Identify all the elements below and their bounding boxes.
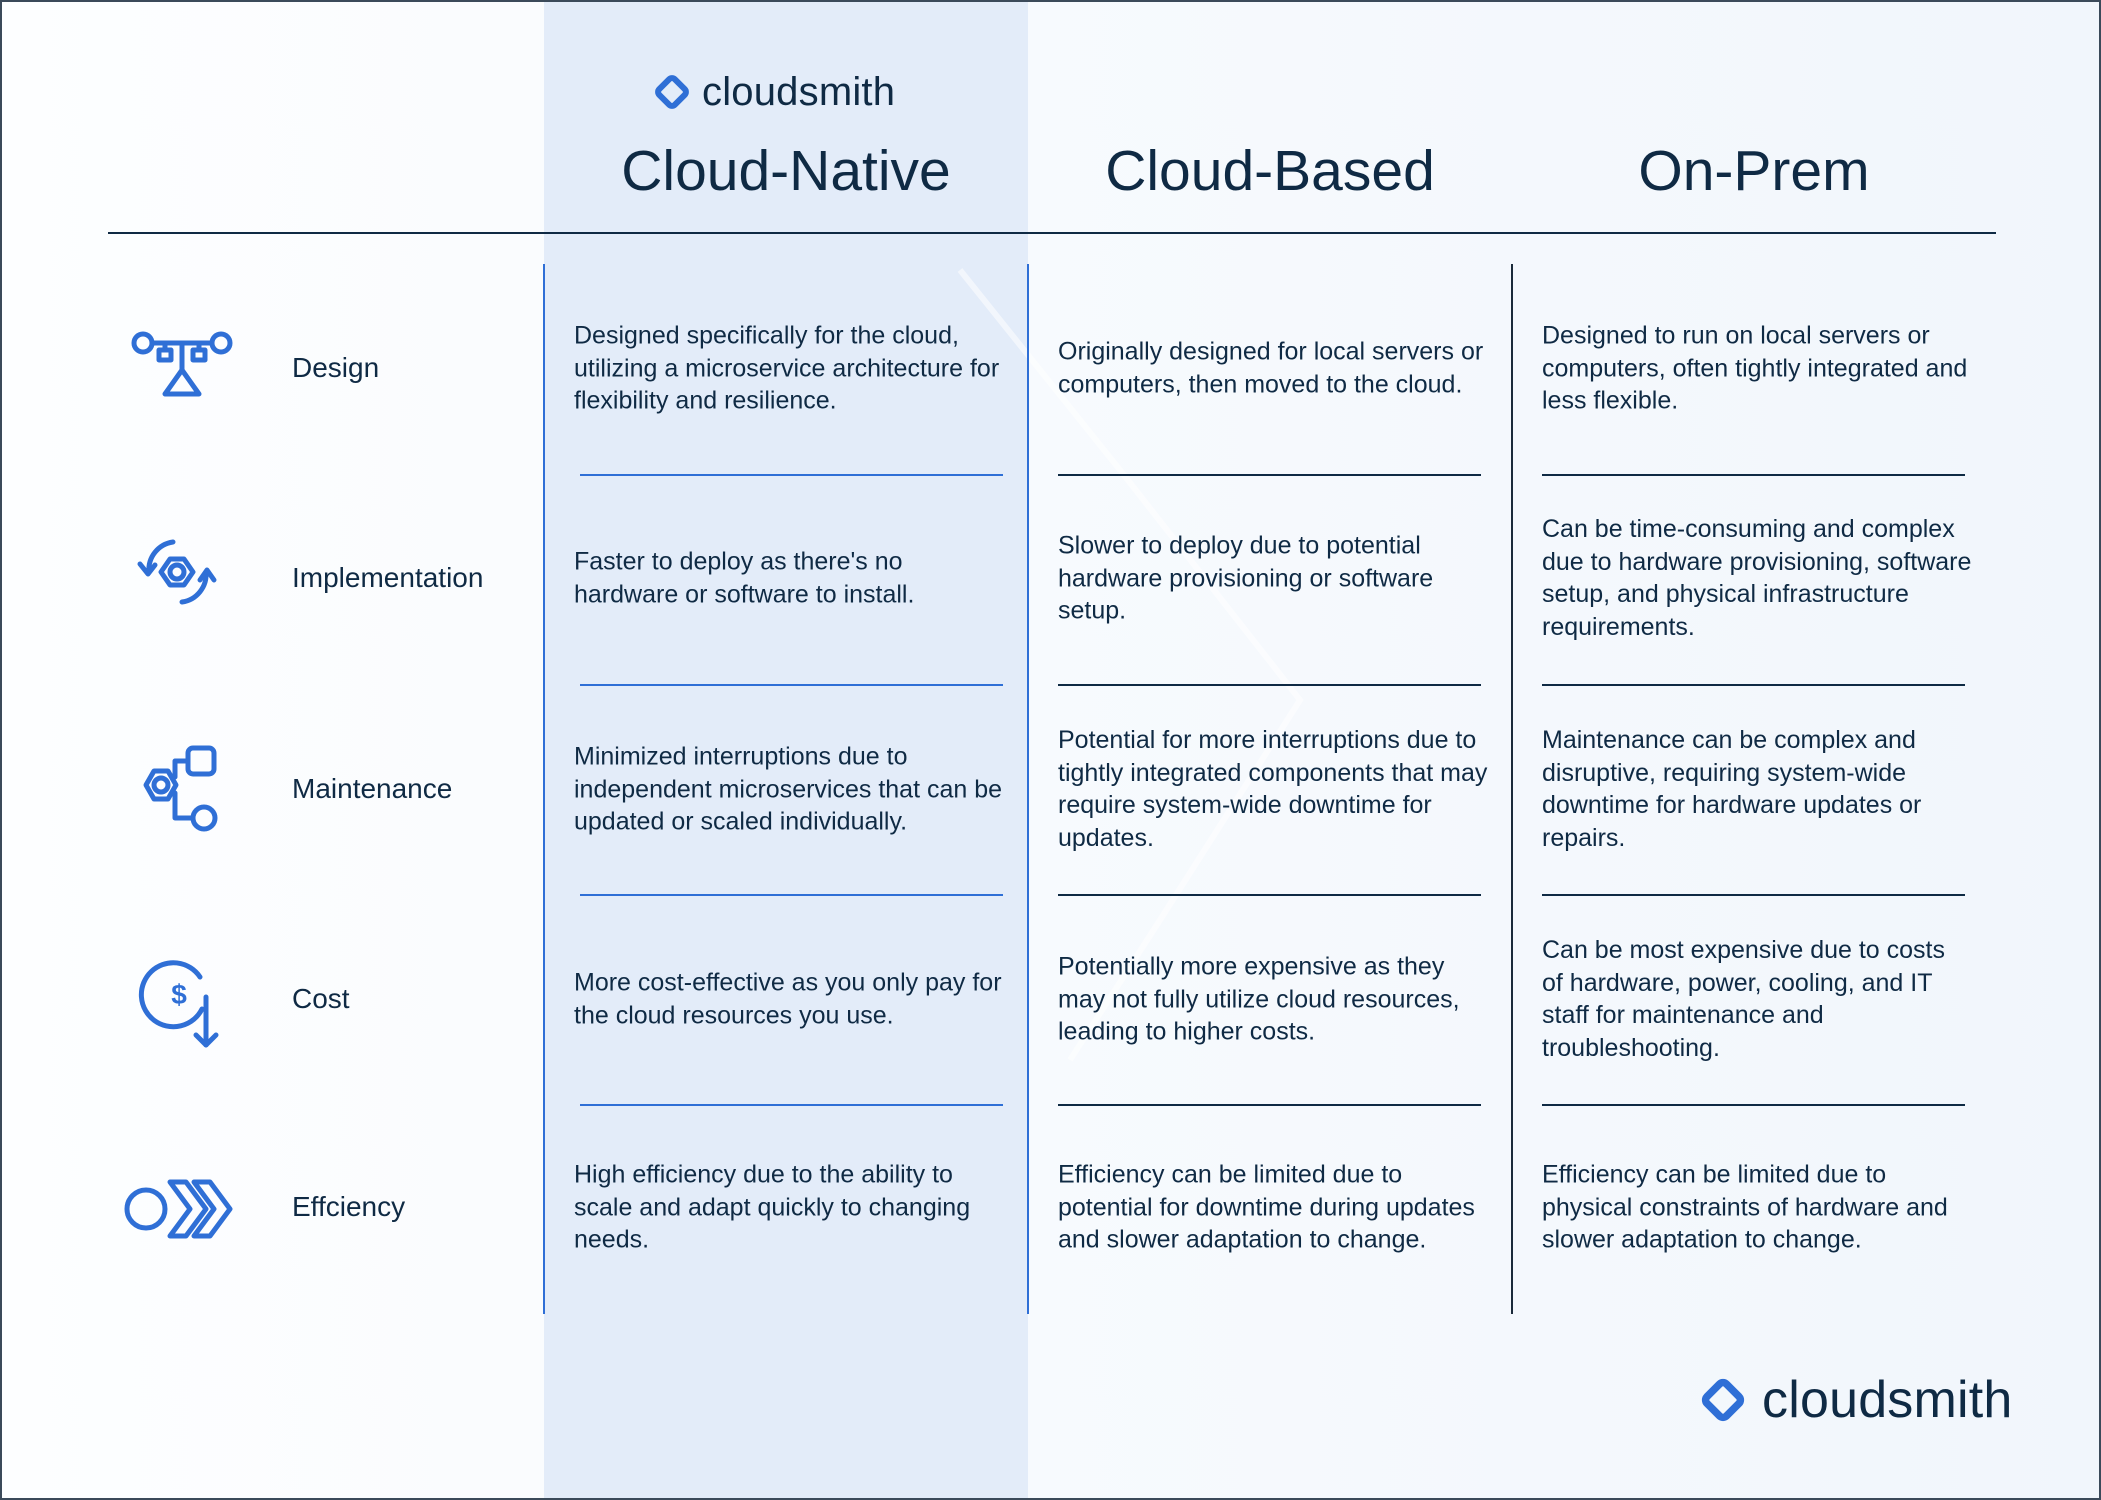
header-divider <box>108 232 1996 234</box>
column-header-cloud-based: Cloud-Based <box>1105 139 1435 203</box>
efficiency-icon <box>122 1157 242 1257</box>
implementation-icon <box>122 528 242 628</box>
cloudsmith-logo-icon <box>1701 1378 1745 1422</box>
column-divider-right <box>1511 264 1513 1314</box>
cell-maintenance-cloud-native: Minimized interruptions due to independe… <box>574 742 1003 836</box>
row-divider <box>580 474 1003 476</box>
row-divider <box>1542 684 1965 686</box>
maintenance-icon <box>122 739 242 839</box>
cell-effciency-on-prem: Efficiency can be limited due to physica… <box>1542 1160 1948 1254</box>
row-divider <box>580 894 1003 896</box>
cloudsmith-logo-text: cloudsmith <box>1762 1371 2013 1429</box>
row-divider <box>1058 1104 1481 1106</box>
column-divider-middle <box>1027 264 1029 1314</box>
row-divider <box>1542 894 1965 896</box>
column-header-on-prem: On-Prem <box>1638 139 1870 203</box>
row-divider <box>1058 474 1481 476</box>
cell-implementation-cloud-native: Faster to deploy as there's no hardware … <box>574 547 915 609</box>
column-header-cloud-native: Cloud-Native <box>621 139 951 203</box>
cloudsmith-logo-top: cloudsmith <box>652 66 895 118</box>
cloud-native-highlight-band <box>544 0 1028 1500</box>
row-divider <box>580 684 1003 686</box>
cell-design-cloud-native: Designed specifically for the cloud, uti… <box>574 321 1000 415</box>
row-label-effciency: Effciency <box>292 1191 406 1222</box>
design-icon <box>122 318 242 418</box>
row-label-design: Design <box>292 352 380 383</box>
cell-design-cloud-based: Originally designed for local servers or… <box>1058 337 1484 399</box>
row-divider <box>1058 894 1481 896</box>
cell-cost-cloud-native: More cost-effective as you only pay for … <box>574 968 1002 1030</box>
cell-implementation-cloud-based: Slower to deploy due to potential hardwa… <box>1058 531 1434 625</box>
row-label-cost: Cost <box>292 983 350 1014</box>
svg-text:$: $ <box>171 979 187 1010</box>
cloudsmith-logo-text: cloudsmith <box>702 69 896 114</box>
cell-effciency-cloud-based: Efficiency can be limited due to potenti… <box>1058 1160 1475 1254</box>
cell-cost-cloud-based: Potentially more expensive as they may n… <box>1058 952 1460 1046</box>
row-label-maintenance: Maintenance <box>292 773 453 804</box>
cell-design-on-prem: Designed to run on local servers or comp… <box>1542 321 1968 415</box>
cell-implementation-on-prem: Can be time-consuming and complex due to… <box>1542 515 1972 641</box>
cloudsmith-logo-bottom: cloudsmith <box>1698 1368 2013 1432</box>
row-divider <box>580 1104 1003 1106</box>
cloudsmith-logo-icon <box>655 75 689 109</box>
column-divider-left <box>543 264 545 1314</box>
row-divider <box>1542 474 1965 476</box>
row-divider <box>1058 684 1481 686</box>
cell-maintenance-cloud-based: Potential for more interruptions due to … <box>1058 726 1488 852</box>
cell-effciency-cloud-native: High efficiency due to the ability to sc… <box>574 1160 971 1254</box>
cell-maintenance-on-prem: Maintenance can be complex and disruptiv… <box>1542 726 1922 852</box>
cell-cost-on-prem: Can be most expensive due to costs of ha… <box>1542 936 1946 1062</box>
row-divider <box>1542 1104 1965 1106</box>
row-label-implementation: Implementation <box>292 562 484 593</box>
cost-icon: $ <box>122 949 242 1049</box>
